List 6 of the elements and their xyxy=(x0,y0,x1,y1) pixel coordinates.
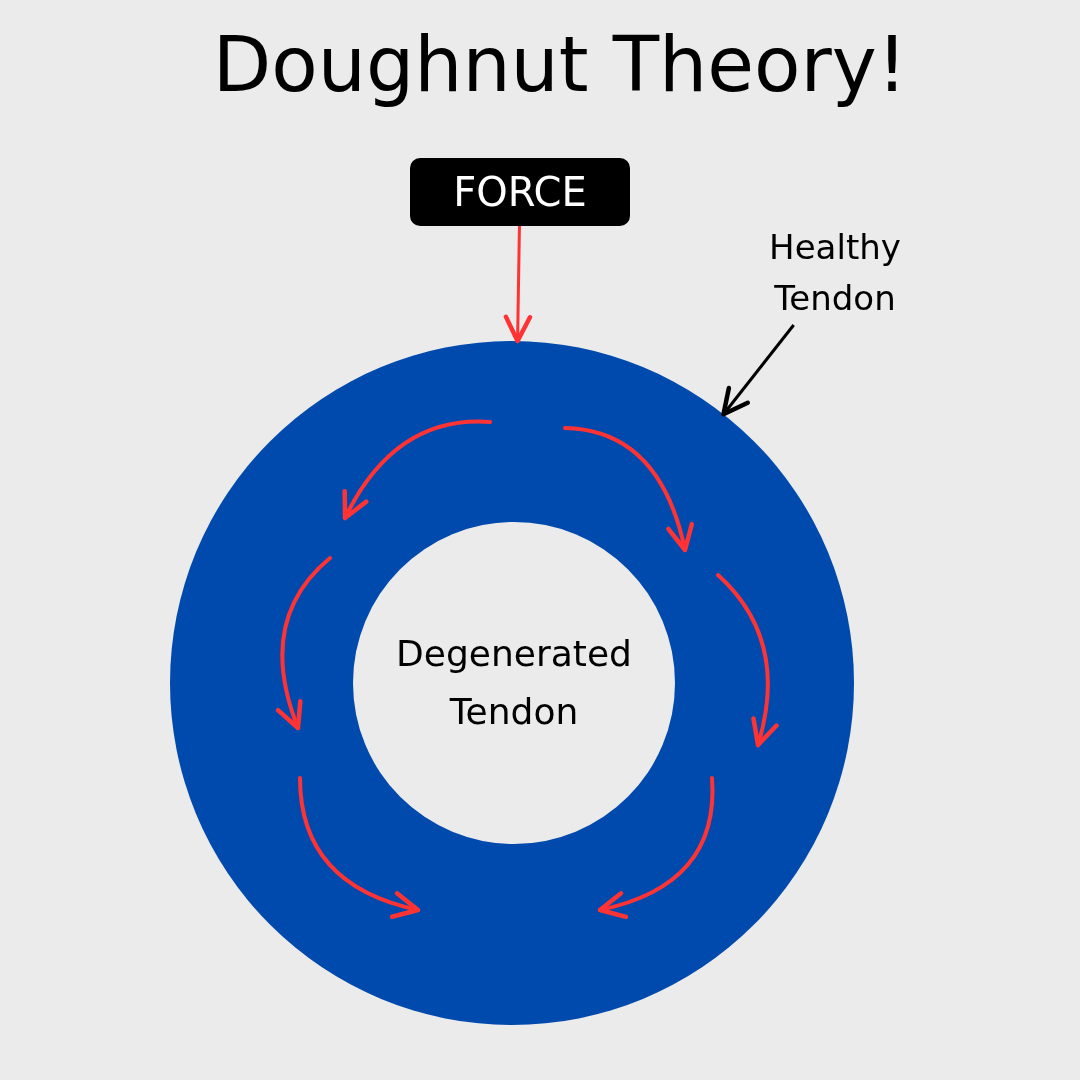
leader-line xyxy=(721,324,795,417)
arrow xyxy=(503,225,533,344)
ring-shape xyxy=(170,341,854,1025)
annotation-text: Healthy Tendon xyxy=(745,220,925,325)
title: Doughnut Theory! xyxy=(211,20,909,109)
label-box: FORCE xyxy=(410,158,630,226)
